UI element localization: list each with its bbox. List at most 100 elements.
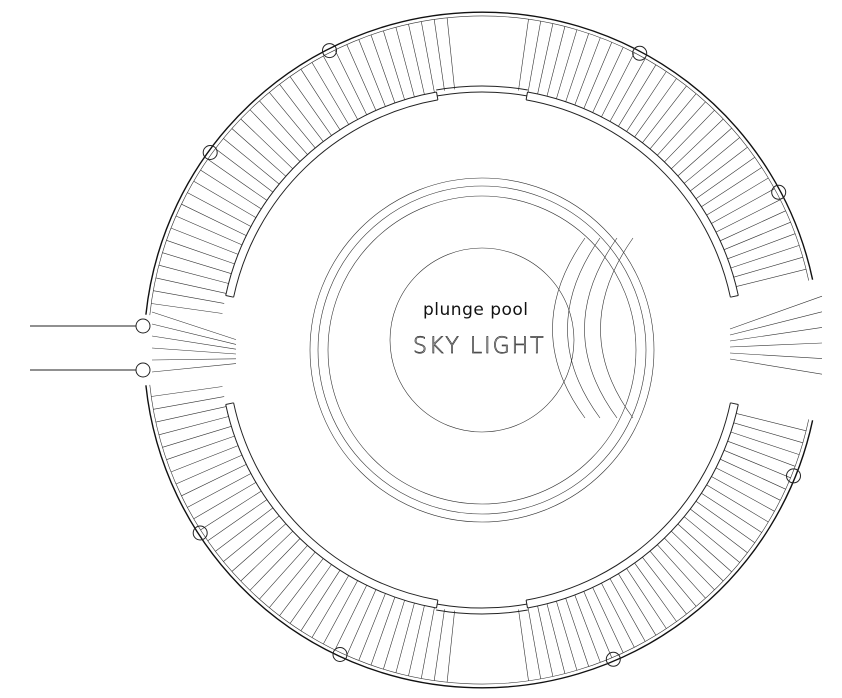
stair-tread (642, 85, 687, 143)
stair-tread (240, 530, 294, 582)
stair-tread (311, 575, 349, 638)
stair-tread (358, 39, 386, 107)
inner-wall-end (225, 295, 234, 298)
pool-step-arc (600, 237, 634, 419)
stair-tread (151, 386, 223, 397)
stair-tread (153, 290, 225, 304)
stair-tread (334, 585, 367, 651)
stair-tread (346, 44, 377, 111)
stair-tread (311, 62, 349, 125)
stair-tread (215, 148, 274, 193)
stair-tread (200, 169, 262, 210)
stair-tread (690, 508, 748, 553)
stair-tread (565, 33, 589, 102)
stair-tread (609, 58, 646, 122)
stair-tread (618, 573, 657, 636)
stair-tread (574, 37, 601, 106)
stair-tread (664, 109, 715, 163)
stair-tread (730, 431, 800, 455)
stair-tread (323, 55, 358, 120)
stair-tread (334, 49, 367, 115)
stair-tread (733, 256, 803, 278)
stair-tread (537, 605, 554, 677)
stair-tread (715, 467, 781, 501)
stair-tread (166, 435, 235, 460)
inner-wall-end (225, 402, 234, 405)
stair-tread (289, 564, 332, 624)
stair-tread (634, 78, 677, 138)
stair-tread (155, 406, 227, 423)
stair-tread (346, 589, 377, 656)
stair-tread (626, 568, 667, 629)
column (771, 184, 787, 200)
entrance-post (135, 362, 151, 378)
stair-tread (395, 27, 415, 97)
outer-wall-arc-inner (149, 15, 809, 316)
stair-tread (556, 601, 578, 671)
stair-tread (720, 210, 786, 242)
radial-stair-treads (151, 17, 823, 683)
stair-tread (395, 603, 415, 673)
stair-tread (249, 109, 301, 162)
central-core (309, 177, 655, 523)
inner-wall-end (525, 91, 528, 100)
stair-tread (170, 227, 239, 255)
stair-tread (609, 578, 646, 642)
stair-tread (175, 215, 243, 246)
stair-tread (181, 464, 247, 497)
pool-step-arc (584, 237, 618, 419)
stair-tread (601, 583, 635, 648)
column (332, 647, 348, 662)
stair-tread (527, 607, 541, 679)
stair-tread (518, 609, 529, 681)
stair-tread (733, 422, 803, 444)
stair-tread (657, 101, 706, 156)
stair-tread (259, 545, 308, 600)
stair-tread (649, 550, 697, 607)
outer-wall-arc-inner (149, 384, 809, 685)
stair-tread (618, 64, 657, 127)
plunge-pool-label: plunge pool (423, 300, 529, 320)
stair-tread (671, 118, 724, 170)
stair-tread (518, 19, 529, 91)
inner-wall-bridge (437, 603, 527, 609)
stair-tread (231, 523, 287, 572)
stair-tread (565, 598, 589, 667)
column (202, 145, 218, 160)
inner-wall-arc (527, 91, 739, 296)
pool-step-arc (552, 237, 586, 419)
landing-line-west (151, 363, 237, 373)
inner-wall-arc (225, 404, 437, 609)
stair-tread (583, 42, 613, 109)
inner-wall-arc (527, 404, 739, 609)
stair-tread (715, 199, 781, 233)
inner-wall-arc (225, 91, 437, 296)
stair-tread (649, 93, 697, 150)
skylight-label: SKY LIGHT (413, 334, 546, 359)
inner-wall-arc (233, 402, 438, 601)
stair-tread (187, 192, 252, 227)
stair-tread (155, 277, 227, 294)
stair-tread (158, 416, 229, 436)
column (192, 525, 208, 541)
stair-tread (207, 159, 268, 201)
stair-tread (421, 607, 435, 679)
stair-tread (711, 188, 775, 224)
pool-step-arc (567, 237, 601, 419)
outer-wall-arc (145, 11, 814, 315)
stair-tread (207, 499, 268, 541)
stair-tread (269, 551, 316, 608)
landing-line-east (729, 352, 823, 359)
landing-line-west (151, 347, 237, 355)
column (632, 45, 648, 61)
stair-tread (556, 29, 578, 99)
stair-tread (727, 440, 796, 467)
stair-tread (279, 558, 324, 616)
landing-line-west (151, 323, 237, 345)
inner-wall-arc (526, 99, 731, 298)
stair-tread (166, 240, 235, 265)
stair-tread (223, 138, 280, 185)
stair-tread (446, 17, 455, 90)
stair-tread (408, 605, 425, 676)
